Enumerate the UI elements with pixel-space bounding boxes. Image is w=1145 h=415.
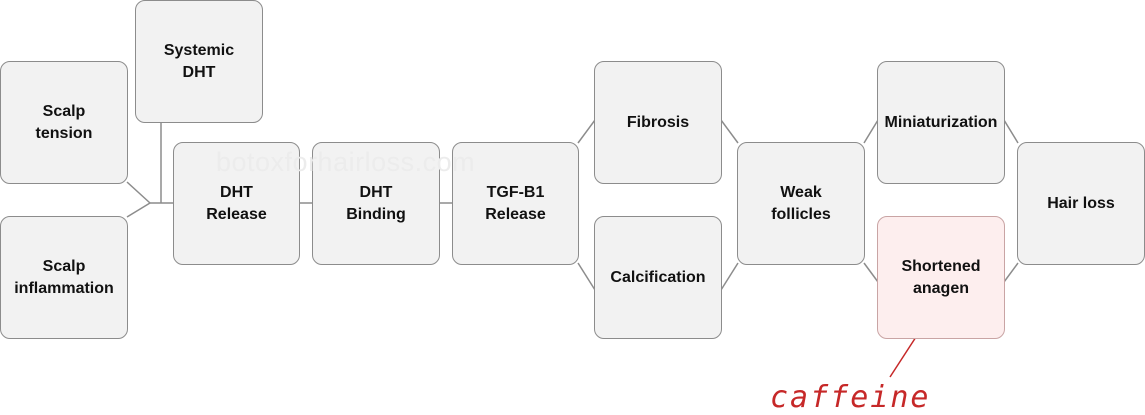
- connector-tension: [126, 181, 151, 204]
- connector-inflammation: [126, 202, 151, 218]
- node-shortened-anagen-label: Shortened anagen: [901, 257, 981, 297]
- node-weak-follicles-label: Weak follicles: [771, 183, 831, 223]
- node-calcification-label: Calcification: [610, 268, 706, 286]
- node-weak-follicles: Weak follicles: [737, 142, 865, 265]
- node-miniaturization: Miniaturization: [877, 61, 1005, 184]
- node-miniaturization-label: Miniaturization: [884, 113, 998, 131]
- node-calcification: Calcification: [594, 216, 722, 339]
- node-systemic-dht-label: Systemic DHT: [163, 41, 235, 81]
- connector-calcification-weak: [720, 262, 739, 291]
- node-fibrosis: Fibrosis: [594, 61, 722, 184]
- connector-tgf-fibrosis: [577, 119, 596, 144]
- node-fibrosis-label: Fibrosis: [626, 113, 690, 131]
- connector-tgf-calcification: [577, 262, 596, 291]
- node-tgf-release-label: TGF-B1 Release: [485, 183, 546, 223]
- node-dht-binding-label: DHT Binding: [346, 183, 406, 223]
- node-dht-release: DHT Release: [173, 142, 300, 265]
- node-shortened-anagen: Shortened anagen: [877, 216, 1005, 339]
- connector-weak-mini: [863, 119, 879, 144]
- connector-mini-hairloss: [1003, 119, 1019, 144]
- node-scalp-inflammation: Scalp inflammation: [0, 216, 128, 339]
- connector-anagen-hairloss: [1003, 262, 1019, 283]
- node-scalp-tension-label: Scalp tension: [35, 102, 93, 142]
- node-hair-loss-label: Hair loss: [1047, 194, 1115, 212]
- connector-weak-anagen: [863, 262, 879, 283]
- node-tgf-release: TGF-B1 Release: [452, 142, 579, 265]
- node-scalp-tension: Scalp tension: [0, 61, 128, 184]
- node-hair-loss: Hair loss: [1017, 142, 1145, 265]
- node-scalp-inflammation-label: Scalp inflammation: [14, 257, 114, 297]
- connector-fibrosis-weak: [720, 119, 739, 144]
- node-dht-binding: DHT Binding: [312, 142, 440, 265]
- node-systemic-dht: Systemic DHT: [135, 0, 263, 123]
- node-dht-release-label: DHT Release: [206, 183, 267, 223]
- caffeine-annotation: caffeine: [770, 380, 931, 415]
